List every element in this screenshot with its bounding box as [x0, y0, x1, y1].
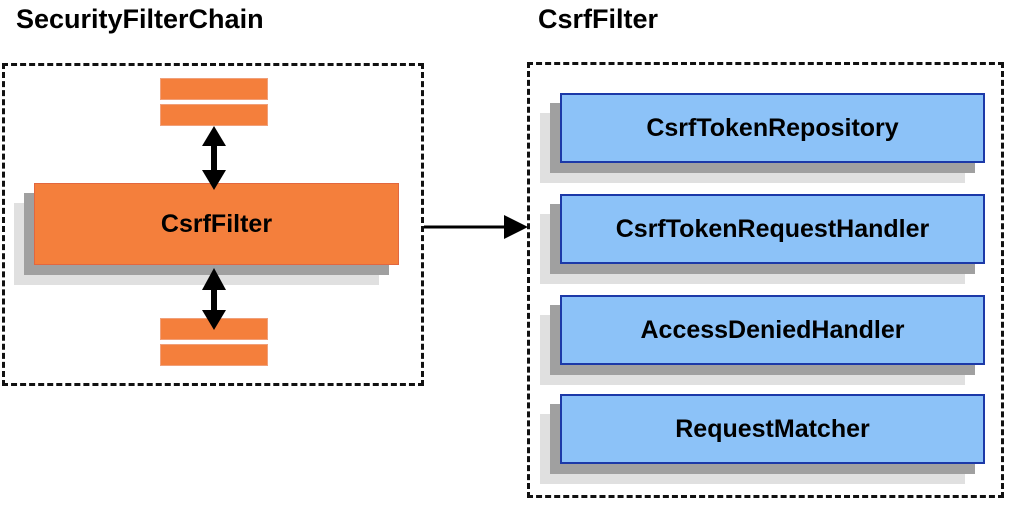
security-filter-chain-group-box [2, 63, 424, 386]
collaborator-3-label: RequestMatcher [675, 414, 870, 443]
collaborator-node-2[interactable]: AccessDeniedHandler [540, 295, 985, 385]
csrf-filter-group-box [527, 62, 1004, 498]
collaborator-node-3[interactable]: RequestMatcher [540, 394, 985, 484]
filter-bar-above-1 [160, 78, 268, 100]
filter-bar-below-2 [160, 344, 268, 366]
csrf-filter-face: CsrfFilter [34, 183, 399, 265]
csrf-filter-node[interactable]: CsrfFilter [14, 183, 399, 285]
collaborator-node-1[interactable]: CsrfTokenRequestHandler [540, 194, 985, 284]
collaborator-1-label: CsrfTokenRequestHandler [615, 214, 930, 243]
expands-into-arrow [424, 215, 528, 239]
collaborator-1-face: CsrfTokenRequestHandler [560, 194, 985, 264]
right-panel-title: CsrfFilter [538, 4, 659, 34]
csrf-filter-label: CsrfFilter [160, 209, 273, 238]
collaborator-2-face: AccessDeniedHandler [560, 295, 985, 365]
collaborator-2-label: AccessDeniedHandler [640, 315, 905, 344]
collaborator-3-face: RequestMatcher [560, 394, 985, 464]
filter-bar-above-2 [160, 104, 268, 126]
collaborator-node-0[interactable]: CsrfTokenRepository [540, 93, 985, 183]
collaborator-0-label: CsrfTokenRepository [646, 113, 899, 142]
left-panel-title: SecurityFilterChain [16, 4, 264, 34]
collaborator-0-face: CsrfTokenRepository [560, 93, 985, 163]
filter-bar-below-1 [160, 318, 268, 340]
